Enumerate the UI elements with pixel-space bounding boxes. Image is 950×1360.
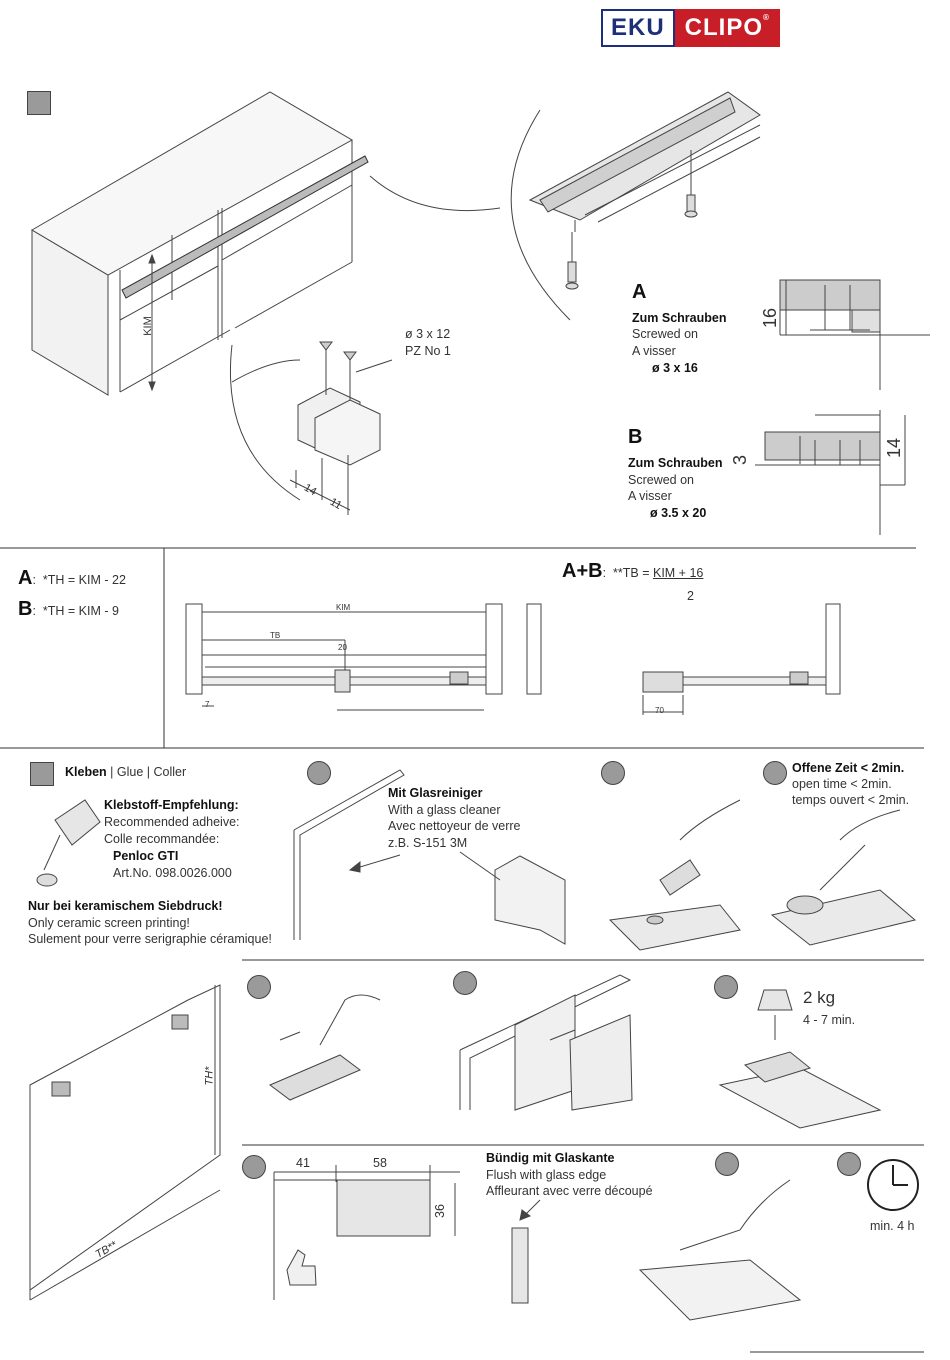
adhesive-product: Penloc GTI [113,849,179,863]
open-time-fr: temps ouvert < 2min. [792,793,910,807]
variant-b-en: Screwed on [628,473,695,487]
open-time-title: Offene Zeit < 2min. [792,761,905,775]
step-circle-9 [837,1152,861,1176]
variant-b-dim-right: 14 [884,437,905,459]
ceramic-fr: Sulement pour verre serigraphie céramiqu… [28,932,272,946]
flush-en: Flush with glass edge [486,1168,607,1182]
brand-logo: EKU CLIPO® [601,9,780,47]
weight-time: 4 - 7 min. [803,1013,856,1027]
cleaner-en: With a glass cleaner [388,803,501,817]
screw-drive: PZ No 1 [405,344,451,358]
screw-size: ø 3 x 12 [405,327,451,341]
variant-b-letter: B [628,426,643,448]
variant-b-fr: A visser [628,489,672,503]
dim-58: 58 [373,1156,387,1170]
formula-b: B: *TH = KIM - 9 [18,598,119,620]
step-circle-6 [714,975,738,999]
variant-b-screw: ø 3.5 x 20 [650,506,707,520]
variant-a-title: Zum Schrauben [632,311,727,325]
drawing-7-label: 7 [205,700,210,709]
drawing-kim-label: KIM [336,603,351,612]
logo-clipo: CLIPO® [674,9,780,47]
formula-ab-denominator: 2 [687,589,694,603]
formula-ab: A+B: **TB = KIM + 16 [562,560,704,582]
drawing-20-label: 20 [338,643,347,652]
drawing-tb-label: TB [270,631,281,640]
drawing-70-label: 70 [655,706,664,715]
flush-fr: Affleurant avec verre découpé [486,1184,653,1198]
logo-eku: EKU [601,9,675,47]
adhesive-recommend-fr: Colle recommandée: [104,832,220,846]
cabinet-kim-label: KIM [141,316,154,336]
weight-kg: 2 kg [803,988,836,1007]
variant-a-screw: ø 3 x 16 [652,361,698,375]
clock-label: min. 4 h [870,1219,915,1233]
step-circle-4 [247,975,271,999]
variant-b-title: Zum Schrauben [628,456,723,470]
adhesive-recommend-title: Klebstoff-Empfehlung: [104,798,239,812]
variant-b-dim-left: 3 [730,454,751,466]
step-circle-8 [715,1152,739,1176]
step-circle-7 [242,1155,266,1179]
ceramic-title: Nur bei keramischem Siebdruck! [28,899,223,913]
variant-a-en: Screwed on [632,327,699,341]
formula-a: A: *TH = KIM - 22 [18,567,126,589]
flush-title: Bündig mit Glaskante [486,1151,615,1165]
open-time-en: open time < 2min. [792,777,892,791]
variant-a-fr: A visser [632,344,676,358]
adhesive-article: Art.No. 098.0026.000 [113,866,232,880]
ceramic-en: Only ceramic screen printing! [28,916,190,930]
step-square-glue [30,762,54,786]
step-circle-2 [601,761,625,785]
step-square-1 [27,91,51,115]
adhesive-recommend-en: Recommended adheive: [104,815,240,829]
glass-th-label: TH* [203,1066,216,1086]
cleaner-example: z.B. S-151 3M [388,836,468,850]
dim-41: 41 [296,1156,310,1170]
dim-36: 36 [432,1204,447,1218]
variant-a-dim: 16 [760,307,781,329]
glue-heading: Kleben | Glue | Coller [65,765,187,779]
variant-a-letter: A [632,281,647,303]
step-circle-5 [453,971,477,995]
cleaner-fr: Avec nettoyeur de verre [388,819,521,833]
step-circle-1 [307,761,331,785]
step-circle-3 [763,761,787,785]
cleaner-title: Mit Glasreiniger [388,786,483,800]
